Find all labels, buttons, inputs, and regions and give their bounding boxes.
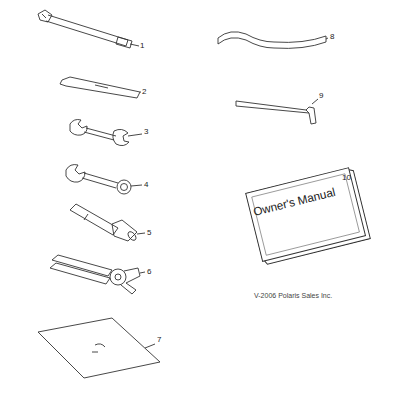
callout-number: 2 xyxy=(142,88,146,96)
callout-number: 10 xyxy=(342,174,351,182)
flat-wrench xyxy=(60,77,140,98)
callout-number: 3 xyxy=(144,128,148,136)
copyright-note: V-2006 Polaris Sales Inc. xyxy=(254,292,332,299)
hex-key xyxy=(236,101,316,124)
leader-line xyxy=(326,38,328,39)
spark-plug-socket xyxy=(70,204,138,242)
callout-number: 4 xyxy=(144,181,148,189)
bent-bar xyxy=(218,32,326,49)
callout-number: 6 xyxy=(147,268,151,276)
tool-pouch xyxy=(38,318,160,378)
callout-number: 8 xyxy=(330,33,334,41)
leader-line xyxy=(312,99,318,104)
manual-book: Owner's Manual xyxy=(244,166,371,267)
socket-wrench xyxy=(38,10,132,48)
callout-number: 9 xyxy=(319,92,323,100)
book-outline xyxy=(244,166,371,267)
callout-number: 1 xyxy=(140,42,144,50)
callout-number: 7 xyxy=(157,336,161,344)
callout-number: 5 xyxy=(147,229,151,237)
leader-line xyxy=(130,44,139,46)
leader-line xyxy=(128,134,142,136)
combination-wrench xyxy=(66,165,131,194)
open-end-wrench xyxy=(70,120,129,146)
pliers xyxy=(50,255,140,294)
leader-line xyxy=(140,92,141,93)
leader-line xyxy=(145,344,155,348)
leader-line xyxy=(140,272,145,273)
leader-line xyxy=(137,233,145,234)
leader-line xyxy=(131,185,142,186)
